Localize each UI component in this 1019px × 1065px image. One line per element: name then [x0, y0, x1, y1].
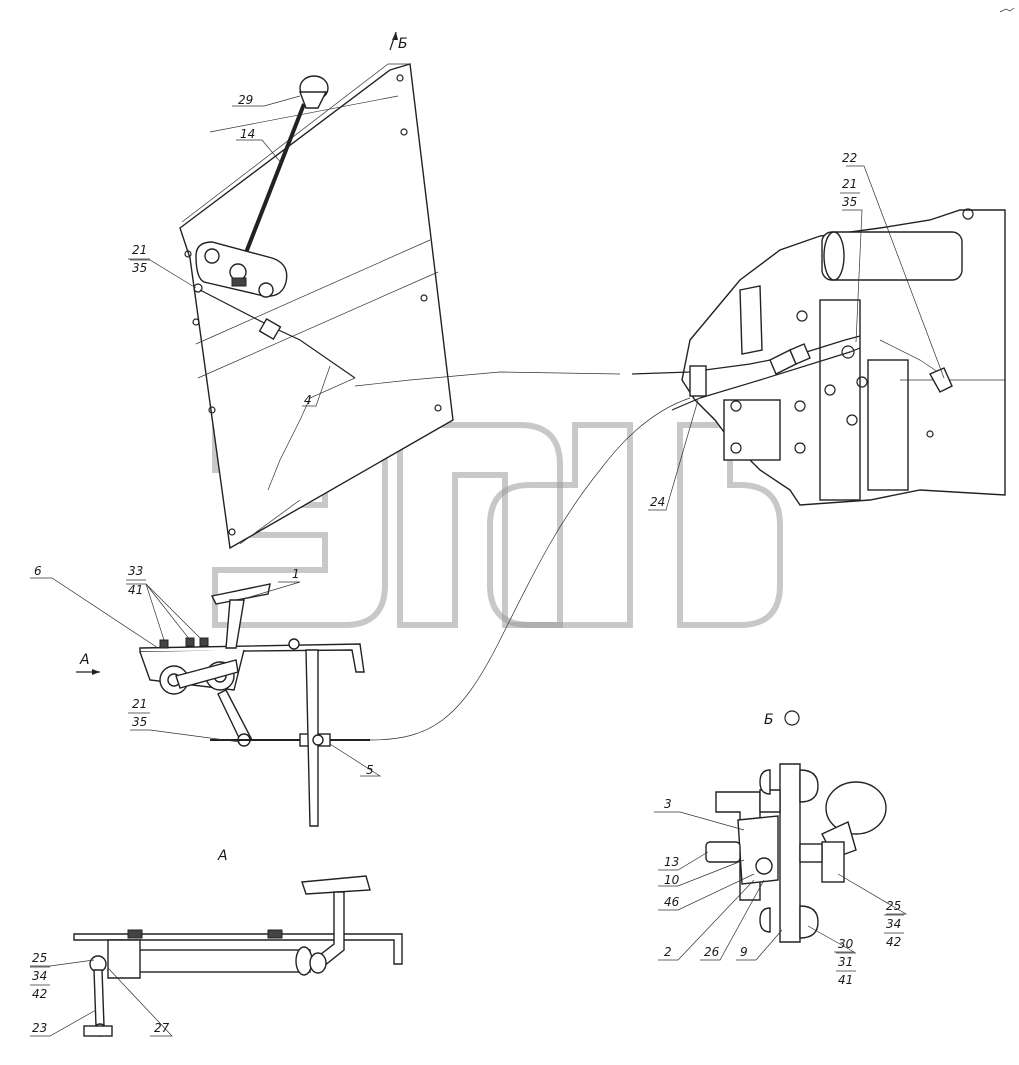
engine-pipe: [821, 231, 963, 281]
view-b-plate: [779, 763, 801, 943]
bracket-vertical: [305, 649, 319, 827]
callout-21: 21: [132, 243, 147, 257]
view-b: Б: [705, 710, 887, 943]
callout-22: 22: [842, 151, 857, 165]
callout-35: 35: [132, 261, 147, 275]
view-a: A: [73, 848, 403, 1037]
view-b-knob: [825, 781, 887, 835]
view-a-link-23: [93, 969, 105, 1027]
callout-26: 26: [704, 945, 720, 959]
callout-34: 34: [32, 969, 47, 983]
callout-30: 30: [838, 937, 854, 951]
panel-holes: [184, 74, 442, 536]
callout-42: 42: [32, 987, 47, 1001]
callout-2: 2: [664, 945, 672, 959]
callout-13: 13: [664, 855, 679, 869]
callout-41: 41: [838, 973, 853, 987]
view-a-floor: [73, 933, 403, 965]
callout-42: 42: [886, 935, 901, 949]
callout-35: 35: [132, 715, 147, 729]
lever-panel-view: Б: [179, 31, 454, 550]
panel-plate: [179, 63, 454, 550]
callout-24: 24: [650, 495, 665, 509]
cable-end-22: [929, 367, 953, 393]
bolts-33-41: [159, 637, 209, 649]
callout-21: 21: [842, 177, 857, 191]
callout-33: 33: [128, 564, 143, 578]
callout-4: 4: [304, 393, 312, 407]
callout-25: 25: [32, 951, 47, 965]
view-b-title: Б: [764, 712, 774, 728]
callout-9: 9: [740, 945, 748, 959]
view-b-joint-25: [821, 841, 845, 883]
engine-bolts: [730, 208, 974, 454]
engine-view: [631, 208, 1006, 506]
callout-34: 34: [886, 917, 901, 931]
cable-clamp-24: [689, 365, 707, 397]
callout-35: 35: [842, 195, 857, 209]
view-a-title: A: [217, 848, 228, 864]
pedal-pad: [210, 583, 271, 605]
view-b-body-3: [737, 815, 779, 885]
view-arrow-b: Б: [398, 36, 408, 52]
view-a-pedal-pad: [301, 875, 371, 895]
leader-lines: [30, 95, 945, 1037]
callout-14: 14: [240, 127, 255, 141]
corner-mark: [999, 7, 1015, 13]
view-arrow-a: A: [79, 652, 90, 668]
callout-21: 21: [132, 697, 147, 711]
pedal-assembly-view: A: [76, 583, 370, 827]
callout-25: 25: [886, 899, 901, 913]
callout-31: 31: [838, 955, 853, 969]
callout-3: 3: [664, 797, 672, 811]
callout-1: 1: [292, 567, 300, 581]
view-b-fitting-13: [705, 841, 741, 863]
callout-6: 6: [34, 564, 42, 578]
view-a-shaft: [119, 949, 311, 973]
callout-10: 10: [664, 873, 680, 887]
lever-rod: [238, 103, 306, 269]
callouts: 29 14 21 35 4 22 21 35 24 6 33 41 1 21 3…: [30, 93, 904, 1035]
callout-46: 46: [664, 895, 680, 909]
callout-23: 23: [32, 1021, 47, 1035]
callout-29: 29: [238, 93, 253, 107]
callout-41: 41: [128, 583, 143, 597]
callout-27: 27: [154, 1021, 170, 1035]
callout-5: 5: [366, 763, 374, 777]
cable-upper-left: [267, 377, 356, 491]
cable-lower-run: [369, 397, 691, 741]
